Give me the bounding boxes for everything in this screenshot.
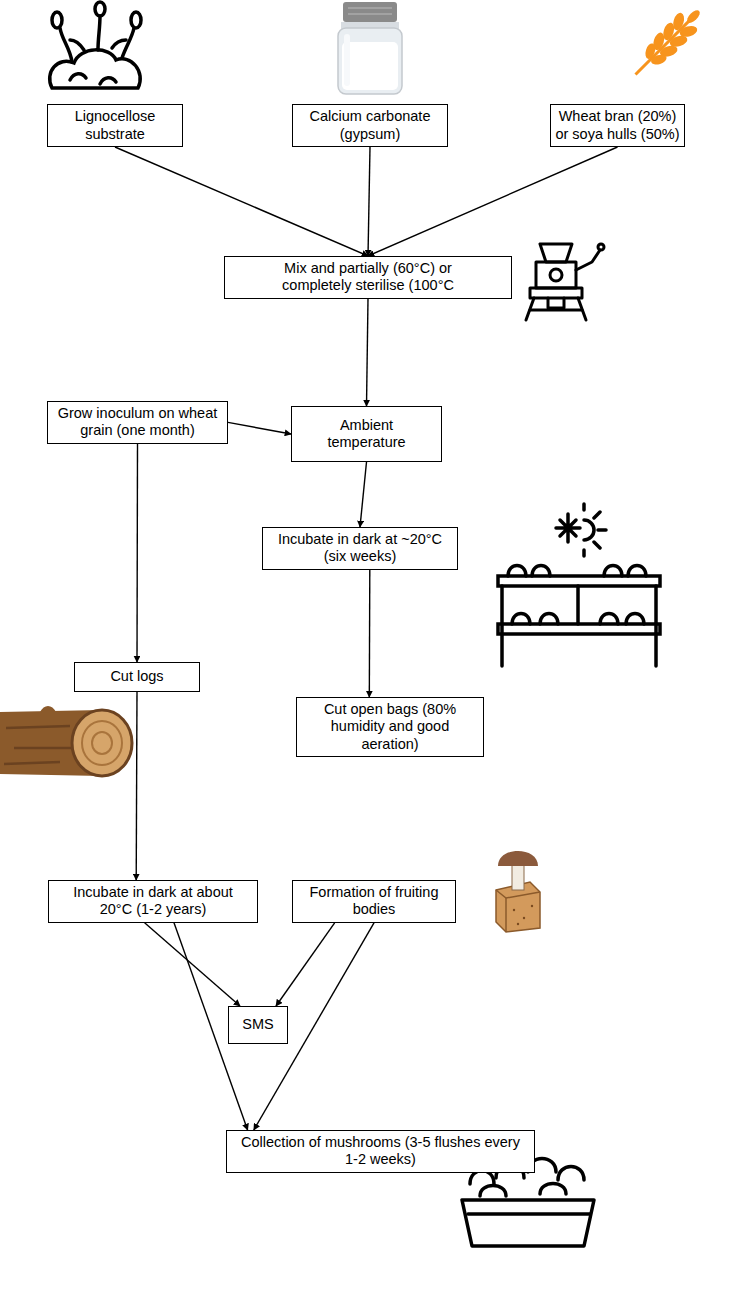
flow-arrow: [115, 147, 368, 256]
substrate-icon-part: [70, 40, 84, 50]
shelf-icon-part: [512, 614, 644, 625]
process-box: Calcium carbonate (gypsum): [292, 104, 448, 147]
flow-arrow: [228, 422, 291, 434]
mushroom-block-icon-part: [523, 917, 525, 919]
mushroom-block-icon-part: [531, 905, 533, 907]
process-box: Cut open bags (80% humidity and good aer…: [296, 697, 484, 757]
jar-icon-part: [344, 34, 350, 86]
wheat-icon-part: [634, 18, 691, 75]
tray-icon-part: [468, 1212, 590, 1216]
substrate-icon-part: [100, 78, 116, 84]
node-text: Formation of fruiting bodies: [303, 884, 445, 919]
process-box: SMS: [228, 1006, 288, 1044]
grinder-icon-part: [536, 262, 576, 288]
process-box: Collection of mushrooms (3-5 flushes eve…: [226, 1130, 535, 1173]
substrate-icon-part: [131, 12, 141, 28]
process-box: Incubate in dark at ~20°C (six weeks): [262, 527, 458, 570]
process-box: Cut logs: [74, 662, 200, 692]
jar-icon: [338, 2, 402, 94]
shelf-icon-part: [502, 586, 656, 666]
node-text: Ambient temperature: [322, 417, 411, 452]
wheat-icon-part: [685, 8, 702, 25]
grinder-icon-part: [550, 269, 562, 281]
substrate-icon-part: [122, 28, 134, 58]
mushroom-block-icon: [496, 851, 540, 932]
flow-arrow: [369, 570, 371, 697]
node-text: Wheat bran (20%) or soya hulls (50%): [554, 108, 681, 143]
jar-icon-part: [338, 28, 402, 94]
jar-icon-part: [348, 7, 392, 9]
mushroom-block-icon-part: [512, 862, 524, 890]
log-icon-part: [92, 732, 112, 754]
node-text: Calcium carbonate (gypsum): [305, 108, 435, 143]
node-text: Lignocellose substrate: [54, 108, 176, 143]
process-box: Mix and partially (60°C) or completely s…: [224, 256, 512, 299]
log-icon-part: [40, 706, 56, 712]
log-icon-part: [82, 721, 122, 765]
shelf-icon-part: [556, 514, 580, 542]
node-text: Cut open bags (80% humidity and good aer…: [309, 701, 471, 753]
shelf-icon-part: [508, 566, 646, 577]
process-box: Ambient temperature: [291, 406, 442, 462]
flow-arrow: [145, 923, 240, 1006]
flow-arrow: [360, 462, 367, 527]
flow-arrow: [136, 444, 138, 662]
flow-arrow: [135, 692, 137, 880]
shelf-icon: [498, 504, 660, 666]
node-text: SMS: [242, 1016, 273, 1033]
grinder-icon: [526, 244, 604, 320]
log-icon: [0, 706, 132, 776]
jar-icon-part: [348, 13, 392, 15]
mushroom-block-icon-part: [496, 890, 540, 898]
mushroom-block-icon-part: [505, 898, 507, 932]
node-text: Cut logs: [110, 668, 163, 685]
flow-arrow: [368, 147, 618, 256]
shelf-icon-part: [498, 624, 660, 634]
tray-icon-part: [462, 1200, 594, 1246]
process-box: Lignocellose substrate: [47, 104, 183, 147]
shelf-icon-part: [584, 504, 606, 556]
substrate-icon-part: [50, 50, 141, 88]
node-text: Incubate in dark at ~20°C (six weeks): [271, 531, 449, 566]
shelf-icon-part: [498, 576, 660, 586]
node-text: Mix and partially (60°C) or completely s…: [269, 260, 467, 295]
node-text: Grow inoculum on wheat grain (one month): [56, 405, 219, 440]
grinder-icon-part: [530, 288, 582, 298]
node-text: Collection of mushrooms (3-5 flushes eve…: [235, 1134, 526, 1169]
grinder-icon-part: [548, 298, 564, 308]
tray-icon-part: [540, 1184, 566, 1195]
log-icon-part: [72, 710, 132, 776]
jar-icon-part: [342, 42, 398, 90]
mushroom-block-icon-part: [498, 851, 538, 866]
substrate-icon-part: [95, 2, 105, 16]
tray-icon-part: [558, 1167, 584, 1181]
process-box: Incubate in dark at about 20°C (1-2 year…: [48, 880, 258, 923]
substrate-icon-part: [70, 74, 86, 80]
process-box: Wheat bran (20%) or soya hulls (50%): [550, 104, 685, 147]
grinder-icon-part: [540, 244, 572, 262]
wheat-icon: [624, 0, 710, 86]
substrate-icon-part: [112, 40, 126, 48]
flow-arrow: [368, 147, 370, 256]
substrate-icon-part: [98, 16, 100, 50]
mushroom-block-icon-part: [513, 909, 515, 911]
wheat-icon-part: [650, 53, 668, 66]
substrate-icon: [50, 2, 141, 88]
process-box: Grow inoculum on wheat grain (one month): [47, 401, 228, 444]
grinder-icon-part: [598, 244, 604, 250]
substrate-icon-part: [60, 28, 72, 62]
jar-icon-part: [343, 2, 397, 22]
tray-icon-part: [480, 1186, 506, 1197]
shelf-icon-part: [584, 520, 594, 540]
flow-arrow: [367, 299, 369, 406]
flow-arrow: [276, 923, 335, 1006]
grinder-icon-part: [576, 250, 600, 270]
substrate-icon-part: [52, 12, 62, 28]
process-box: Formation of fruiting bodies: [292, 880, 456, 923]
mushroom-block-icon-part: [517, 923, 519, 925]
node-text: Incubate in dark at about 20°C (1-2 year…: [57, 884, 249, 919]
